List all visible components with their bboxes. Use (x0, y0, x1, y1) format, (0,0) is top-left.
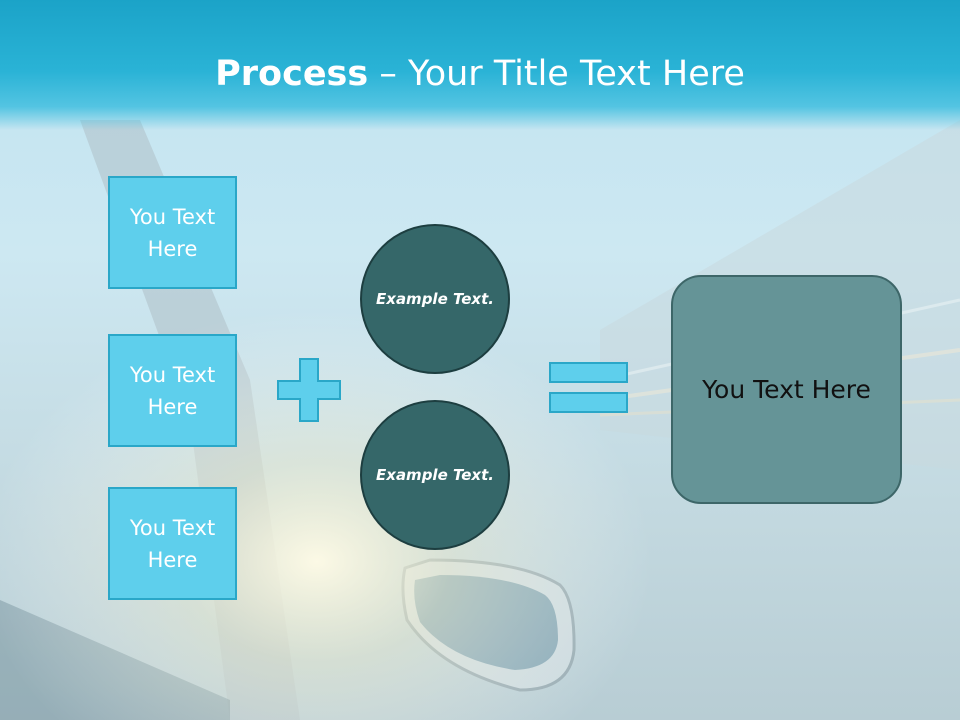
plus-icon (277, 358, 341, 422)
title-rest: Your Title Text Here (407, 54, 745, 94)
result-box[interactable]: You Text Here (671, 275, 902, 504)
example-circle-1-label: Example Text. (376, 289, 494, 308)
equals-icon (549, 362, 628, 413)
example-circle-2[interactable]: Example Text. (360, 400, 510, 550)
header-bar (0, 0, 960, 130)
text-box-3-label: You Text Here (129, 515, 216, 572)
title-bold: Process (215, 54, 369, 94)
title-separator: – (368, 54, 408, 94)
text-box-2[interactable]: You Text Here (108, 334, 237, 447)
example-circle-1[interactable]: Example Text. (360, 224, 510, 374)
text-box-3[interactable]: You Text Here (108, 487, 237, 600)
text-box-1-label: You Text Here (129, 204, 216, 261)
text-box-2-label: You Text Here (129, 362, 216, 419)
example-circle-2-label: Example Text. (376, 465, 494, 484)
result-box-label: You Text Here (702, 375, 871, 404)
text-box-1[interactable]: You Text Here (108, 176, 237, 289)
slide-title: Process – Your Title Text Here (0, 52, 960, 96)
